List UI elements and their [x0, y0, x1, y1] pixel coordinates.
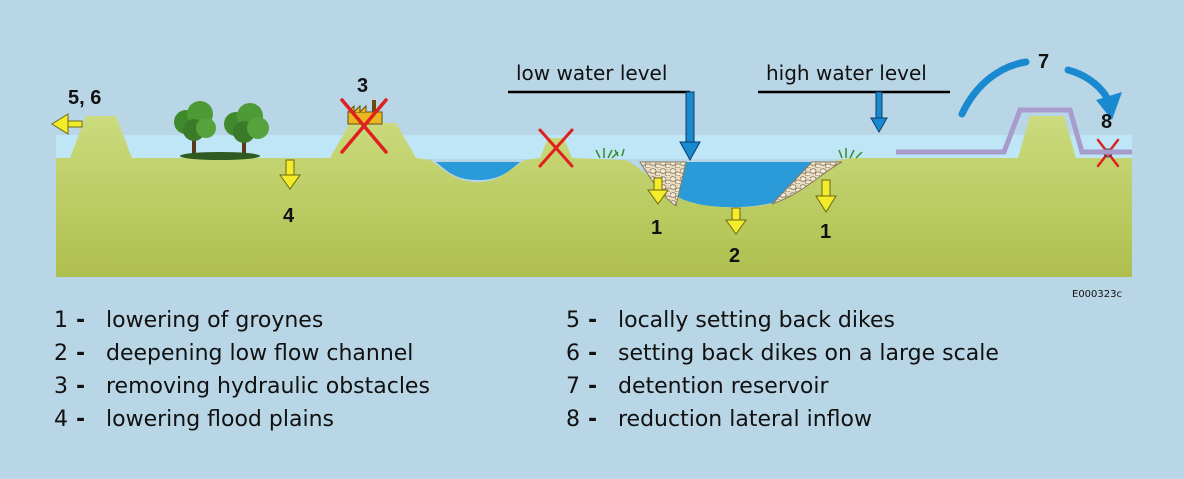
cross-icon-secondary-dike	[538, 128, 574, 168]
legend-dash: -	[76, 407, 86, 432]
legend-text: deepening low flow channel	[106, 341, 414, 366]
label-5-6: 5, 6	[68, 87, 101, 109]
legend-item: 6-setting back dikes on a large scale	[566, 337, 999, 370]
legend-text: locally setting back dikes	[618, 308, 895, 333]
legend-dash: -	[588, 308, 598, 333]
legend-dash: -	[588, 341, 598, 366]
legend-item: 5-locally setting back dikes	[566, 304, 999, 337]
legend-number: 5	[566, 308, 580, 333]
legend-dash: -	[76, 341, 86, 366]
label-8: 8	[1101, 111, 1112, 133]
detention-curve-right	[1064, 66, 1110, 100]
legend-text: lowering flood plains	[106, 407, 334, 432]
label-1-left: 1	[651, 217, 662, 239]
high-water-arrow	[870, 91, 888, 134]
low-water-arrow	[679, 91, 701, 162]
cross-icon-obstacle	[340, 98, 388, 154]
legend-number: 8	[566, 407, 580, 432]
channel-deepening-arrow	[725, 207, 747, 235]
dike-setback-arrow	[51, 113, 83, 135]
label-high-water-level: high water level	[766, 61, 927, 85]
low-flow-channel-water	[640, 162, 842, 208]
legend-text: reduction lateral inflow	[618, 407, 872, 432]
groyne-arrow-right	[815, 179, 837, 213]
label-low-water-level: low water level	[516, 61, 667, 85]
grass-tufts	[595, 148, 863, 159]
legend-text: lowering of groynes	[106, 308, 324, 333]
ground-profile	[56, 116, 1132, 277]
side-channel-water	[436, 162, 520, 180]
legend-item: 3-removing hydraulic obstacles	[54, 370, 430, 403]
right-groyne-stones	[771, 161, 843, 205]
legend-dash: -	[588, 374, 598, 399]
label-4: 4	[283, 205, 295, 227]
legend-left-column: 1-lowering of groynes 2-deepening low fl…	[54, 304, 430, 436]
detention-arrowhead	[1096, 92, 1122, 120]
legend-number: 7	[566, 374, 580, 399]
legend-text: removing hydraulic obstacles	[106, 374, 430, 399]
trees	[174, 101, 269, 160]
legend-right-column: 5-locally setting back dikes 6-setting b…	[566, 304, 999, 436]
lowering-floodplain-arrow	[279, 159, 301, 190]
legend-text: detention reservoir	[618, 374, 829, 399]
label-7: 7	[1038, 51, 1049, 73]
groyne-arrow-left	[647, 177, 669, 205]
figure-code: E000323c	[1072, 289, 1122, 300]
legend-item: 2-deepening low flow channel	[54, 337, 430, 370]
legend-number: 4	[54, 407, 68, 432]
legend-text: setting back dikes on a large scale	[618, 341, 999, 366]
legend-item: 4-lowering flood plains	[54, 403, 430, 436]
legend-item: 8-reduction lateral inflow	[566, 403, 999, 436]
legend-dash: -	[588, 407, 598, 432]
label-2: 2	[729, 245, 740, 267]
label-1-right: 1	[820, 221, 831, 243]
detention-curve-left	[958, 58, 1030, 118]
legend-number: 3	[54, 374, 68, 399]
legend-dash: -	[76, 374, 86, 399]
legend-item: 1-lowering of groynes	[54, 304, 430, 337]
legend-item: 7-detention reservoir	[566, 370, 999, 403]
legend-number: 6	[566, 341, 580, 366]
legend-number: 2	[54, 341, 68, 366]
legend-dash: -	[76, 308, 86, 333]
label-3: 3	[357, 75, 368, 97]
reservoir-dike-line	[896, 107, 1132, 155]
legend-number: 1	[54, 308, 68, 333]
